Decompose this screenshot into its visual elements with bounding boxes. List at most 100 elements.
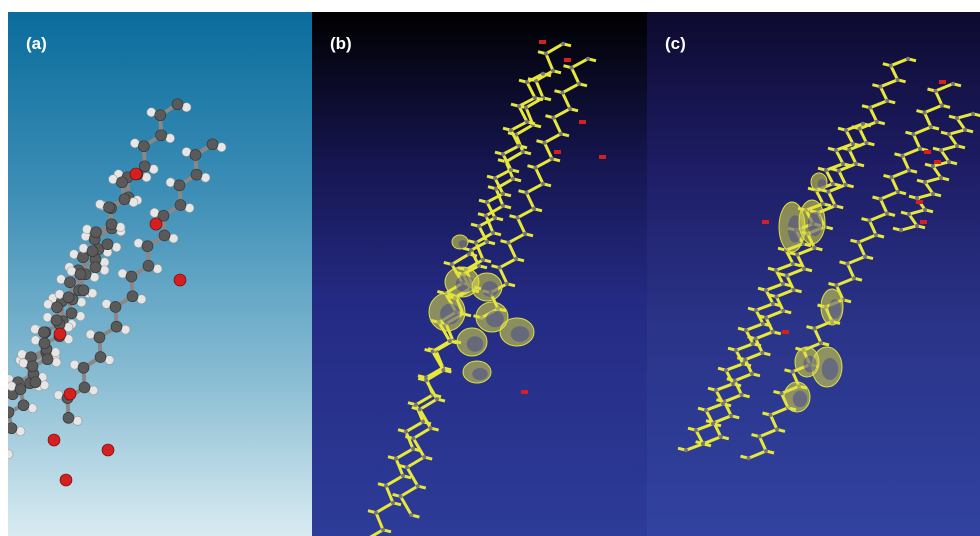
carbon-atom (746, 456, 751, 461)
carbon-atom (524, 105, 528, 110)
carbon-atom (77, 361, 90, 374)
bond (912, 125, 932, 136)
bond (947, 133, 959, 147)
molecule-a-render (8, 98, 227, 487)
carbon-atom (481, 257, 485, 262)
bond (404, 431, 415, 450)
carbon-atom (421, 419, 425, 424)
carbon-atom (931, 164, 935, 169)
bond (425, 366, 444, 379)
hydrogen-atom (117, 268, 128, 279)
carbon-atom (141, 240, 154, 252)
carbon-atom (126, 290, 139, 303)
molecule-b-render (367, 40, 606, 536)
orbital-lobe-inner (792, 390, 808, 408)
carbon-atom (771, 301, 775, 306)
carbon-atom (424, 378, 429, 383)
carbon-atom (14, 383, 27, 396)
carbon-atom (525, 119, 529, 124)
carbon-atom (551, 115, 556, 120)
carbon-atom (857, 126, 862, 131)
carbon-atom (940, 103, 944, 108)
bond (485, 201, 497, 219)
bond (931, 165, 943, 179)
carbon-atom (819, 341, 823, 345)
oxygen-atom (101, 443, 115, 457)
orbital-lobe-inner (807, 211, 823, 237)
bond (735, 342, 754, 352)
carbon-atom (404, 429, 408, 434)
bond (493, 177, 505, 195)
carbon-atom (29, 376, 42, 389)
bond (405, 420, 424, 433)
carbon-atom (38, 326, 50, 339)
carbon-atom (505, 281, 509, 286)
hydrogen-atom (78, 243, 89, 254)
bond (561, 92, 572, 110)
bond (515, 123, 534, 136)
carbon-atom (391, 500, 395, 505)
carbon-atom (885, 211, 889, 216)
carbon-atom (8, 406, 15, 419)
bond (775, 262, 794, 272)
carbon-atom (64, 276, 76, 289)
orbital-lobe-inner (486, 310, 504, 328)
bond (715, 382, 734, 392)
carbon-atom (509, 128, 513, 133)
bond (543, 132, 562, 145)
carbon-atom (441, 368, 446, 373)
carbon-atom (743, 357, 748, 362)
carbon-atom (90, 226, 102, 239)
bond (934, 82, 954, 93)
carbon-atom (732, 378, 737, 383)
hydrogen-atom (88, 385, 99, 396)
carbon-atom (551, 68, 555, 73)
hydrogen-atom (56, 274, 66, 285)
hydrogen-atom (51, 357, 62, 368)
bond (764, 289, 775, 305)
bond (516, 207, 535, 220)
carbon-atom (38, 337, 51, 350)
bond (775, 288, 795, 299)
bond (469, 249, 481, 267)
hydrogen-atom (99, 265, 110, 276)
bond (478, 216, 496, 228)
carbon-atom (394, 456, 398, 461)
oxygen-atom (539, 40, 546, 44)
hydrogen-atom (53, 390, 64, 400)
carbon-atom (955, 143, 959, 148)
carbon-atom (517, 104, 521, 109)
bond (509, 129, 521, 147)
orbital-lobe (499, 317, 535, 347)
bond (785, 275, 795, 291)
bond (405, 466, 420, 487)
bond (470, 240, 488, 252)
carbon-atom (51, 301, 63, 314)
bond (374, 512, 385, 531)
carbon-atom (155, 129, 167, 142)
bond (844, 129, 855, 145)
hydrogen-atom (104, 355, 115, 365)
carbon-atom (477, 263, 481, 268)
carbon-atom (684, 448, 688, 453)
bond (796, 246, 815, 257)
carbon-atom (405, 465, 409, 470)
bond (835, 142, 854, 152)
orbital-lobe (794, 346, 820, 378)
bond (754, 309, 765, 325)
panel-label-c: (c) (665, 34, 686, 53)
carbon-atom (951, 81, 955, 86)
bond (846, 263, 856, 279)
bond (534, 157, 553, 170)
carbon-atom (931, 191, 935, 196)
oxygen-atom (916, 200, 923, 204)
carbon-atom (550, 156, 554, 161)
bond (745, 322, 764, 332)
hydrogen-atom (76, 297, 87, 308)
bond (845, 122, 864, 132)
hydrogen-atom (43, 299, 53, 310)
carbon-atom (449, 262, 454, 267)
oxygen-atom (782, 330, 789, 334)
bond (412, 437, 426, 458)
carbon-atom (878, 84, 883, 89)
